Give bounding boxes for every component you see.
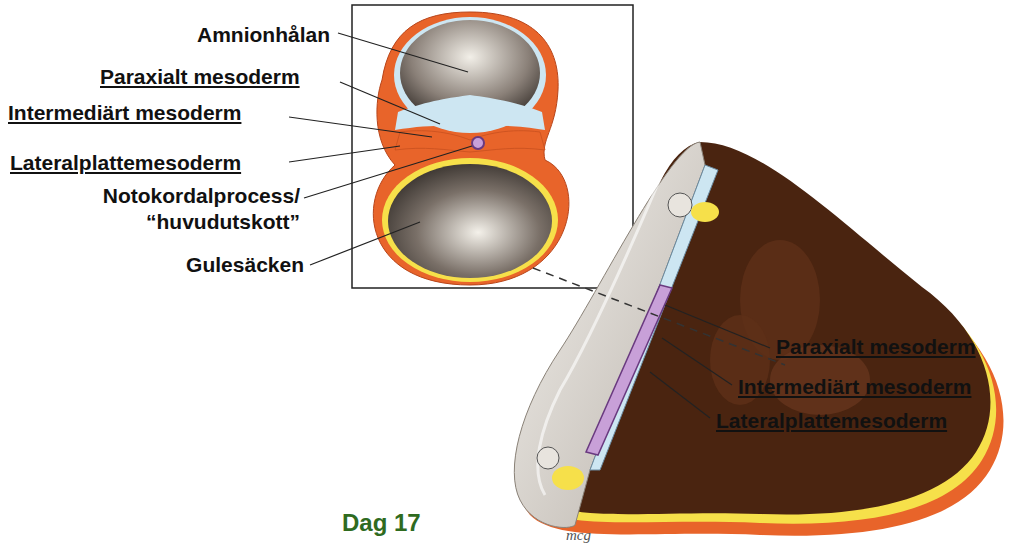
yolk-sac-label: Gulesäcken xyxy=(186,252,304,278)
mesoderm-label: Lateralplattemesoderm xyxy=(10,150,241,176)
notochord-label: Notokordalprocess/ “huvudutskott” xyxy=(50,183,300,235)
cavity-label: Amnionhålan xyxy=(197,22,330,48)
caption: Dag 17 xyxy=(342,510,421,536)
mesoderm-label: Lateralplattemesoderm xyxy=(716,408,947,434)
mesoderm-label: Intermediärt mesoderm xyxy=(738,374,971,400)
mesoderm-label: Paraxialt mesoderm xyxy=(100,64,300,90)
mesoderm-label: Paraxialt mesoderm xyxy=(776,334,976,360)
signature: mcg xyxy=(566,522,591,548)
mesoderm-label: Intermediärt mesoderm xyxy=(8,100,241,126)
